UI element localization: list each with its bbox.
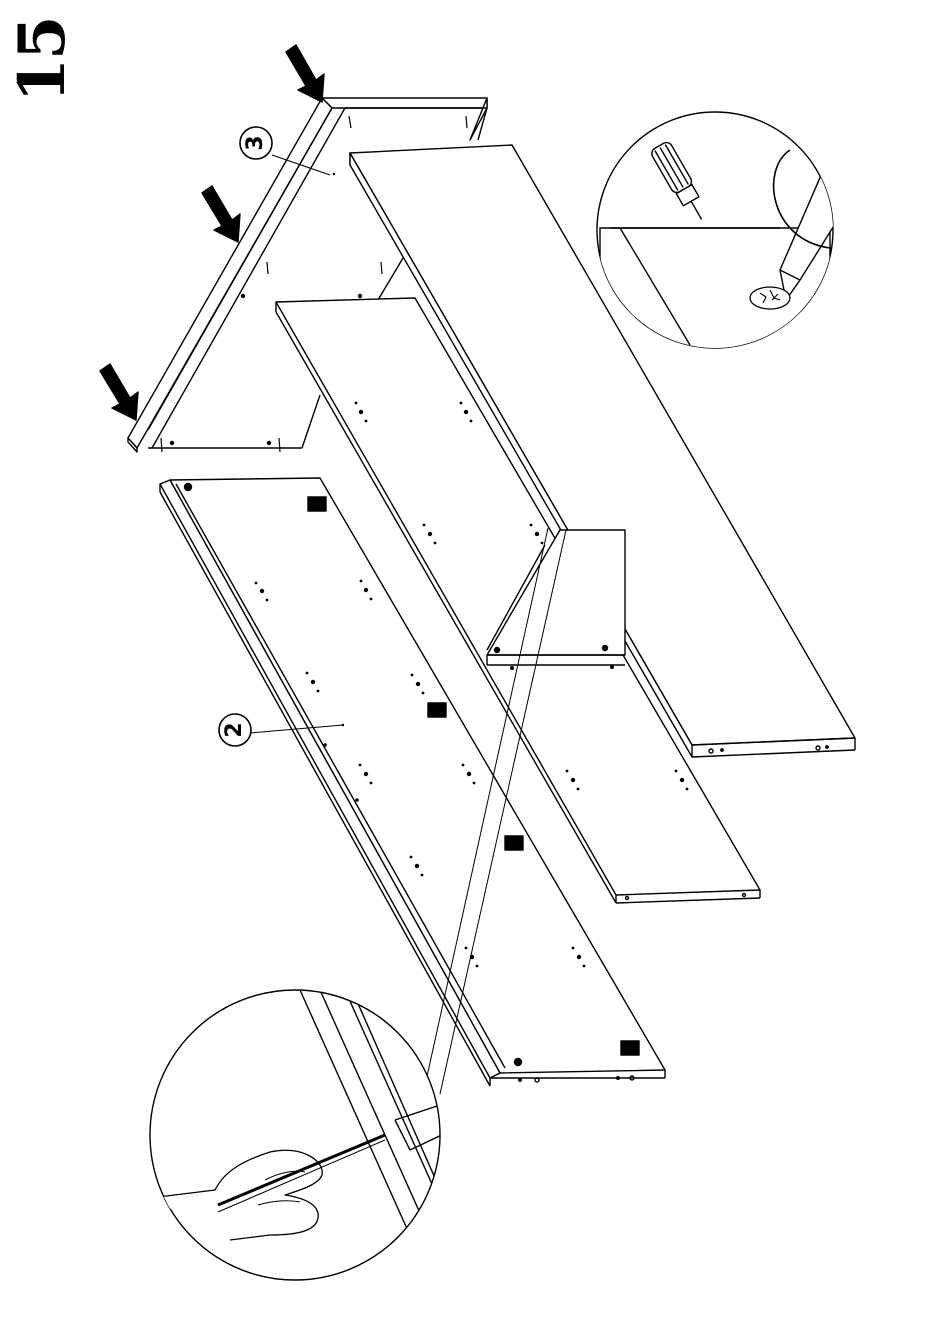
hand-pencil-icon [150, 990, 480, 1280]
down-arrow-icon [286, 45, 324, 102]
down-arrow-icon [100, 364, 138, 420]
screwdriver-icon [597, 90, 900, 360]
part-2-label: 2 [220, 715, 250, 745]
down-arrow-icon [202, 186, 240, 242]
part-3-label: 3 [241, 128, 271, 158]
